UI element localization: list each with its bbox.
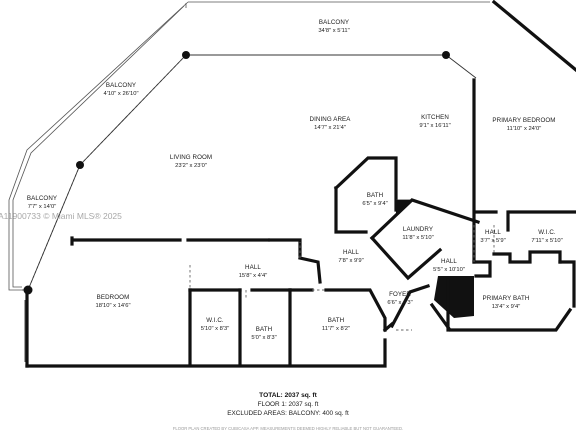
room-dims: 13'4" x 9'4" [492,304,521,310]
room-name: BATH [367,192,383,199]
excluded-area: EXCLUDED AREAS: BALCONY: 400 sq. ft [227,410,349,417]
room-hall-center: HALL 7'8" x 9'9" [338,249,363,264]
room-name: BEDROOM [97,294,130,301]
room-dims: 4'10" x 26'10" [103,91,138,97]
room-dims: 5'10" x 8'3" [201,326,230,332]
room-dims: 18'10" x 14'6" [95,303,130,309]
interior-walls [25,156,576,368]
room-labels: BALCONY 34'8" x 5'11" BALCONY 4'10" x 26… [27,19,563,341]
room-balcony-top: BALCONY 34'8" x 5'11" [318,19,349,34]
room-wic-right: W.I.C. 7'11" x 5'10" [531,229,562,244]
room-dims: 23'2" x 23'0" [175,163,207,169]
watermark: A11900733 © Miami MLS® 2025 [0,211,122,221]
room-bedroom: BEDROOM 18'10" x 14'6" [95,294,130,309]
exterior-walls [22,0,576,368]
room-hall-lower-right: HALL 5'5" x 10'10" [433,258,465,273]
room-name: W.I.C. [538,229,556,236]
room-laundry: LAUNDRY 11'8" x 5'10" [402,226,433,241]
room-name: LAUNDRY [403,226,433,233]
room-dims: 5'0" x 8'3" [251,335,276,341]
room-name: BALCONY [319,19,349,26]
room-dims: 7'8" x 9'9" [338,258,363,264]
room-name: BATH [256,326,272,333]
room-name: BATH [328,317,344,324]
room-dims: 11'7" x 8'2" [322,326,350,332]
room-balcony-left: BALCONY 4'10" x 26'10" [103,82,138,97]
room-dims: 11'8" x 5'10" [402,235,433,241]
room-name: W.I.C. [206,317,224,324]
room-name: LIVING ROOM [170,154,212,161]
room-dims: 11'10" x 24'0" [507,126,542,132]
area-totals: TOTAL: 2037 sq. ft FLOOR 1: 2037 sq. ft … [227,392,349,417]
room-bath-lower: BATH 11'7" x 8'2" [322,317,350,332]
room-dims: 3'7" x 5'9" [480,238,505,244]
room-hall-left: HALL 15'8" x 4'4" [239,264,268,279]
room-wic-left: W.I.C. 5'10" x 8'3" [201,317,230,332]
room-name: KITCHEN [421,114,449,121]
room-dims: 6'6" x 4'3" [387,300,412,306]
column-markers [23,51,450,295]
room-name: HALL [441,258,457,265]
glazing-lines [27,54,446,291]
room-dims: 15'8" x 4'4" [239,273,268,279]
room-name: HALL [485,229,501,236]
room-dims: 7'7" x 14'0" [28,204,57,210]
room-kitchen: KITCHEN 9'1" x 16'11" [419,114,450,129]
room-dims: 34'8" x 5'11" [318,28,349,34]
room-dims: 6'5" x 9'4" [362,201,387,207]
footer-note: FLOOR PLAN CREATED BY CUBICASA APP. MEAS… [173,426,403,431]
room-balcony-small: BALCONY 7'7" x 14'0" [27,195,57,210]
room-dims: 9'1" x 16'11" [419,123,450,129]
room-name: HALL [343,249,359,256]
room-name: HALL [245,264,261,271]
room-bath-center: BATH 6'5" x 9'4" [362,192,387,207]
room-name: FOYER [389,291,411,298]
room-name: DINING AREA [310,116,352,123]
room-name: BALCONY [106,82,136,89]
door-openings [189,225,495,331]
room-primary-bedroom: PRIMARY BEDROOM 11'10" x 24'0" [492,117,555,132]
room-name: PRIMARY BATH [483,295,530,302]
room-dining: DINING AREA 14'7" x 21'4" [310,116,352,131]
room-hall-upper-right: HALL 3'7" x 5'9" [480,229,505,244]
total-area: TOTAL: 2037 sq. ft [259,392,317,399]
room-primary-bath: PRIMARY BATH 13'4" x 9'4" [483,295,530,310]
room-dims: 14'7" x 21'4" [314,125,346,131]
room-name: PRIMARY BEDROOM [492,117,555,124]
room-living: LIVING ROOM 23'2" x 23'0" [170,154,212,169]
room-dims: 7'11" x 5'10" [531,238,562,244]
room-dims: 5'5" x 10'10" [433,267,465,273]
floor-area: FLOOR 1: 2037 sq. ft [258,401,319,408]
balcony-rails [8,1,490,291]
room-foyer: FOYER 6'6" x 4'3" [387,291,412,306]
room-bath-small: BATH 5'0" x 8'3" [251,326,276,341]
room-name: BALCONY [27,195,57,202]
